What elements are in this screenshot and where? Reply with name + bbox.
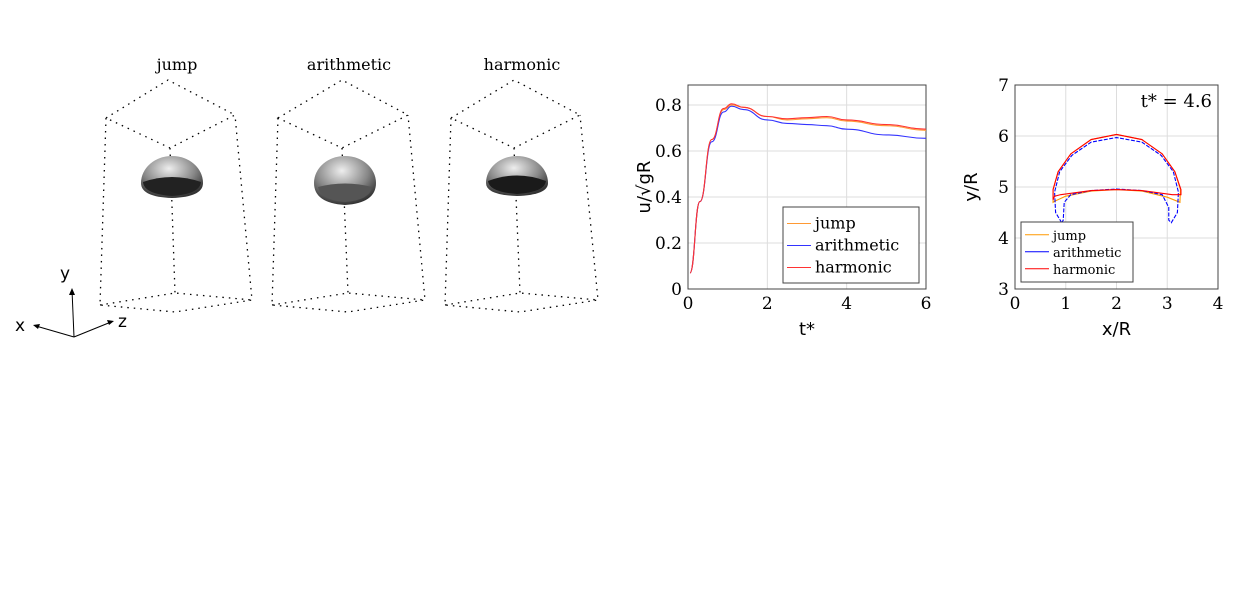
x-tick-label: 4	[841, 294, 852, 314]
shape-chart: 0 1 2 3 4 3 4 5 6 7 x/R y/R jump arithmetic harmonic t*…	[961, 76, 1223, 340]
panel-jump: jump	[99, 55, 253, 313]
plot-frame	[687, 84, 927, 290]
series-line-harmonic	[689, 103, 927, 274]
y-tick-label: 0.2	[655, 234, 682, 254]
domain-box	[271, 79, 426, 313]
x-tick-label: 2	[762, 294, 773, 314]
y-tick-label: 5	[998, 178, 1009, 198]
legend-label-jump: jump	[1051, 229, 1086, 244]
x-axis-label: t*	[799, 319, 815, 340]
bubble-underside	[488, 175, 546, 194]
x-tick-label: 2	[1111, 294, 1122, 314]
bubble-underside	[318, 183, 372, 202]
x-tick-label: 4	[1213, 294, 1224, 314]
legend-label-harmonic: harmonic	[815, 258, 892, 277]
x-axis-label: x/R	[1102, 319, 1131, 340]
x-tick-label: 1	[1060, 294, 1071, 314]
axis-triad: y x z	[15, 264, 127, 338]
legend-label-harmonic: harmonic	[1053, 263, 1115, 278]
panel-title: arithmetic	[307, 55, 391, 74]
axis-label-x: x	[15, 316, 25, 336]
x-tick-label: 0	[1010, 294, 1021, 314]
y-tick-label: 0.6	[655, 142, 682, 162]
panel-arithmetic: arithmetic	[271, 55, 426, 313]
axis-label-z: z	[118, 312, 127, 332]
domain-box	[444, 79, 599, 313]
y-axis-label: u/√gR	[634, 161, 655, 214]
y-tick-label: 6	[998, 127, 1009, 147]
axis-label-y: y	[60, 264, 70, 284]
time-annotation: t* = 4.6	[1141, 91, 1212, 112]
x-tick-label: 6	[921, 294, 932, 314]
y-tick-label: 3	[998, 280, 1009, 300]
series-line-harmonic	[1052, 133, 1182, 200]
panel-title: harmonic	[484, 55, 561, 74]
plot-frame	[1014, 84, 1219, 290]
y-axis-label: y/R	[961, 172, 982, 201]
y-tick-label: 0	[671, 280, 682, 300]
legend-label-arithmetic: arithmetic	[1053, 246, 1121, 261]
panel-harmonic: harmonic	[444, 55, 599, 313]
y-tick-label: 7	[998, 76, 1009, 96]
legend-label-arithmetic: arithmetic	[815, 236, 899, 255]
velocity-chart: 0 2 4 6 0 0.2 0.4 0.6 0.8 t* u/√gR jump arithmetic ha…	[634, 84, 932, 340]
y-tick-label: 0.8	[655, 96, 682, 116]
y-tick-label: 0.4	[655, 188, 682, 208]
y-tick-label: 4	[998, 229, 1009, 249]
bubble-underside	[143, 177, 201, 196]
x-tick-label: 3	[1162, 294, 1173, 314]
panel-title: jump	[155, 55, 198, 74]
legend-label-jump: jump	[813, 214, 856, 233]
x-tick-label: 0	[683, 294, 694, 314]
